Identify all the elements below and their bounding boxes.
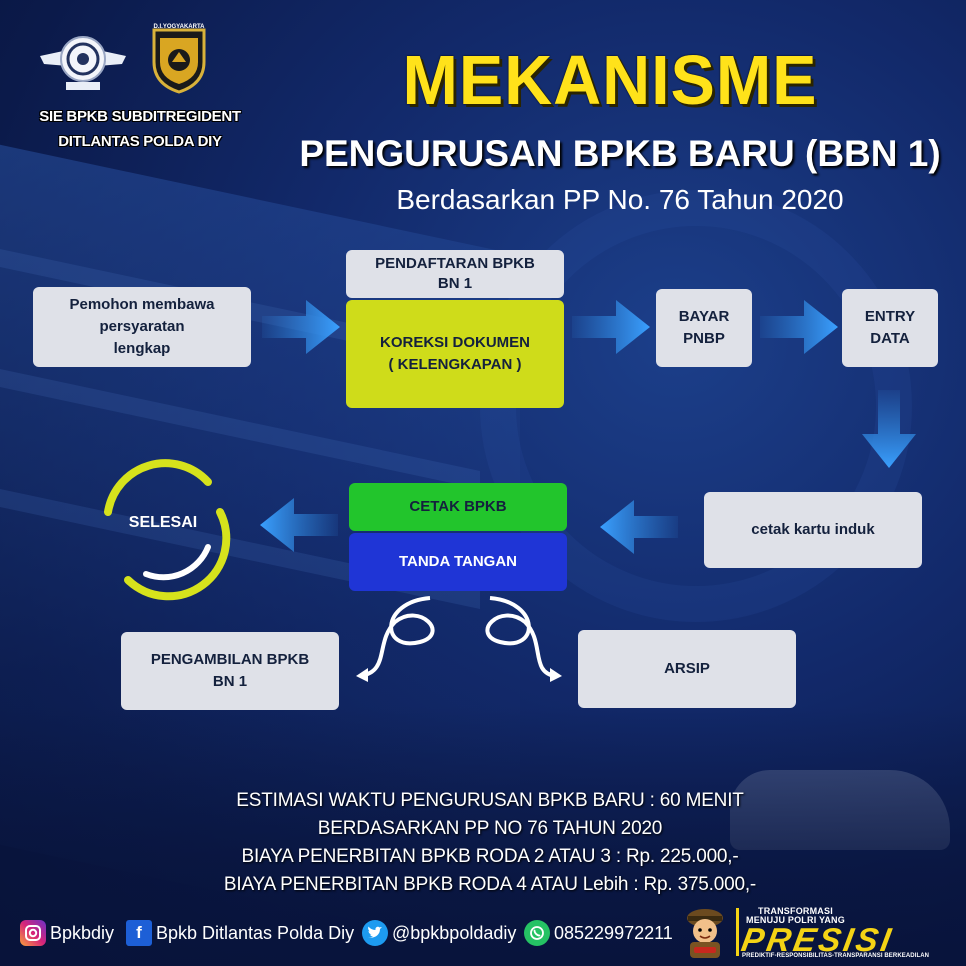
social-twitter[interactable]: @bpkbpoldadiy [362, 920, 516, 946]
whatsapp-number: 085229972211 [554, 922, 673, 943]
step-text-line: BAYAR [678, 308, 730, 326]
polda-badge-text: D.I.YOGYAKARTA [153, 24, 205, 30]
background-bottom-fade [0, 706, 966, 966]
presisi-heading-line2: MENUJU POLRI YANG [746, 915, 845, 925]
step-document-correction: KOREKSI DOKUMEN ( KELENGKAPAN ) [346, 300, 564, 408]
page-subtitle: PENGURUSAN BPKB BARU (BBN 1) [299, 133, 941, 174]
step-text-line: BN 1 [212, 673, 248, 690]
step-text-line: KOREKSI DOKUMEN [379, 334, 530, 352]
finish-ring-icon [104, 459, 231, 601]
twitter-handle: @bpkbpoldadiy [392, 922, 517, 943]
org-name-line2: DITLANTAS POLDA DIY [58, 133, 222, 150]
step-registration: PENDAFTARAN BPKB BN 1 [346, 250, 564, 298]
step-text-line: lengkap [113, 339, 171, 357]
step-text-line: DATA [870, 330, 910, 347]
page-title: MEKANISME [402, 41, 818, 119]
whatsapp-icon [524, 920, 550, 946]
police-mascot-icon [687, 909, 723, 958]
regulation-basis: Berdasarkan PP No. 76 Tahun 2020 [396, 184, 844, 215]
step-archive: ARSIP [578, 630, 796, 708]
arrow-right-icon [760, 300, 838, 354]
arrow-down-icon [862, 390, 916, 468]
step-applicant-requirements: Pemohon membawa persyaratan lengkap [33, 287, 251, 367]
info-fee-four-wheel: BIAYA PENERBITAN BPKB RODA 4 ATAU Lebih … [223, 874, 757, 895]
facebook-handle: Bpkb Ditlantas Polda Diy [156, 922, 355, 943]
instagram-handle: Bpkbdiy [50, 922, 115, 943]
step-print-bpkb: CETAK BPKB [349, 483, 567, 531]
step-entry-data: ENTRY DATA [842, 289, 938, 367]
presisi-logo: TRANSFORMASI MENUJU POLRI YANG PRESISI P… [736, 904, 946, 960]
presisi-tagline: PREDIKTIF-RESPONSIBILITAS-TRANSPARANSI B… [742, 953, 930, 959]
polda-diy-badge-icon: D.I.YOGYAKARTA [152, 24, 206, 94]
step-signature: TANDA TANGAN [349, 533, 567, 591]
info-regulation: BERDASARKAN PP NO 76 TAHUN 2020 [317, 818, 663, 839]
info-fee-two-three-wheel: BIAYA PENERBITAN BPKB RODA 2 ATAU 3 : Rp… [241, 846, 739, 867]
step-pickup: PENGAMBILAN BPKB BN 1 [121, 632, 339, 710]
finish-label: SELESAI [128, 514, 198, 531]
social-whatsapp[interactable]: 085229972211 [524, 920, 673, 946]
step-text-line: BN 1 [437, 275, 473, 292]
facebook-icon: f [126, 920, 152, 946]
step-text-line: Pemohon membawa [69, 296, 215, 314]
step-text-line: ENTRY [864, 308, 916, 326]
arrow-right-icon [262, 300, 340, 354]
step-text-line: PENDAFTARAN BPKB [375, 254, 535, 272]
arrow-left-icon [260, 498, 338, 552]
arrow-right-icon [572, 300, 650, 354]
step-text-line: ( KELENGKAPAN ) [388, 356, 522, 373]
presisi-divider [736, 908, 739, 956]
step-text-line: persyaratan [99, 318, 185, 336]
org-name-line1: SIE BPKB SUBDITREGIDENT [39, 108, 241, 125]
twitter-icon [362, 920, 388, 946]
social-facebook[interactable]: f Bpkb Ditlantas Polda Diy [126, 920, 354, 946]
step-text-line: PNBP [683, 330, 725, 347]
step-pay-pnbp: BAYAR PNBP [656, 289, 752, 367]
step-print-master-card: cetak kartu induk [704, 492, 922, 568]
branch-curl-arrows-icon [356, 596, 562, 682]
korlantas-emblem-icon [40, 36, 126, 90]
info-estimated-time: ESTIMASI WAKTU PENGURUSAN BPKB BARU : 60… [236, 790, 744, 811]
instagram-icon [20, 920, 46, 946]
arrow-left-icon [600, 500, 678, 554]
presisi-heading-line1: TRANSFORMASI [758, 906, 833, 916]
social-instagram[interactable]: Bpkbdiy [20, 920, 114, 946]
step-text-line: PENGAMBILAN BPKB [150, 651, 310, 669]
